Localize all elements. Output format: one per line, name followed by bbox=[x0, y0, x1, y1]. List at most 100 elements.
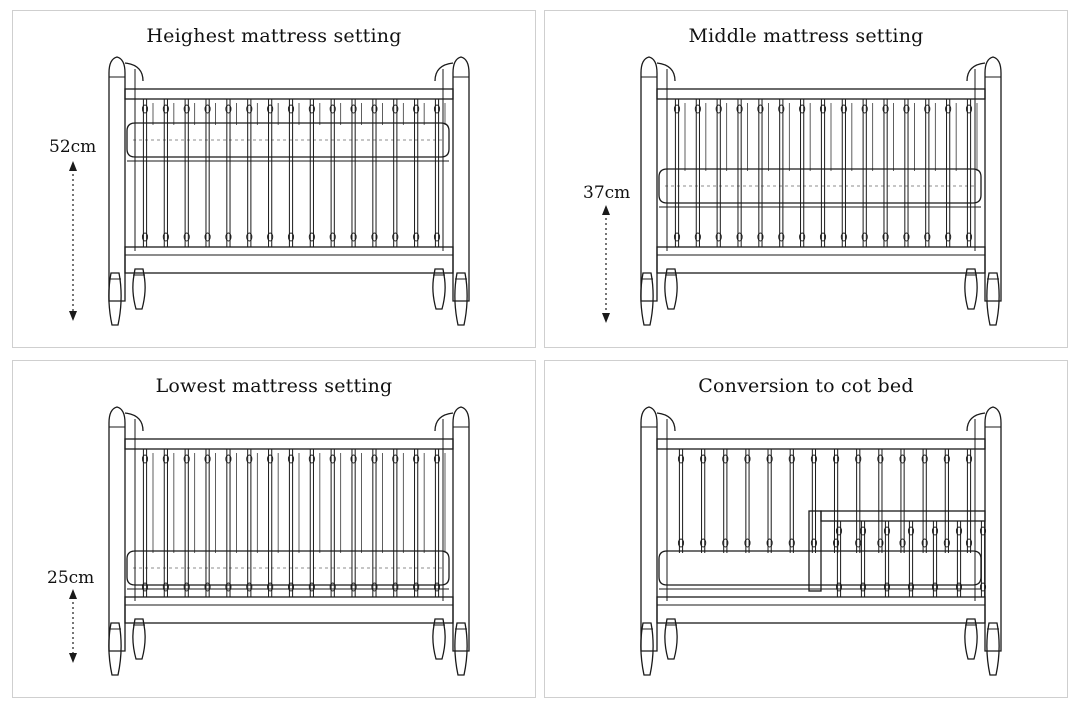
spindle bbox=[330, 449, 335, 597]
spindle bbox=[946, 99, 951, 247]
bottom-rail bbox=[656, 246, 986, 274]
corner-post bbox=[452, 56, 470, 302]
spindle-bead bbox=[840, 104, 847, 114]
spindle-bead bbox=[788, 538, 795, 548]
spindle bbox=[330, 99, 335, 247]
spindle-bead bbox=[329, 104, 336, 114]
spindle-bead bbox=[246, 232, 253, 242]
spindle-bead bbox=[859, 582, 867, 592]
spindle-bead bbox=[965, 232, 973, 242]
spindle-bead bbox=[413, 582, 420, 592]
spindle bbox=[205, 99, 210, 247]
spindle bbox=[878, 449, 883, 553]
spindle-bead bbox=[162, 582, 169, 592]
spindle bbox=[674, 99, 680, 247]
spindle-bead bbox=[350, 232, 357, 242]
height-measurement-label: 25cm bbox=[47, 568, 95, 588]
spindle-bead bbox=[673, 104, 681, 114]
spindle bbox=[247, 99, 252, 247]
spindle-bead bbox=[392, 454, 399, 464]
spindle-bead bbox=[267, 232, 274, 242]
spindle-bead bbox=[267, 454, 274, 464]
spindle-bead bbox=[945, 104, 952, 114]
spindle-bead bbox=[433, 582, 441, 592]
turned-leg bbox=[108, 272, 122, 326]
bottom-rail bbox=[124, 596, 454, 624]
spindle bbox=[268, 449, 273, 597]
spindle bbox=[205, 449, 210, 597]
spindle bbox=[904, 99, 909, 247]
spindle-bead bbox=[883, 526, 891, 536]
top-rail bbox=[124, 88, 454, 100]
spindle-bead bbox=[673, 232, 681, 242]
spindle bbox=[944, 449, 949, 553]
spindle bbox=[841, 99, 846, 247]
spindle bbox=[836, 521, 842, 597]
spindle-bead bbox=[979, 526, 987, 536]
spindle-bead bbox=[225, 104, 232, 114]
panel-middle-setting: Middle mattress setting 37cm bbox=[544, 10, 1068, 348]
spindle-bead bbox=[392, 104, 399, 114]
turned-leg bbox=[454, 272, 468, 326]
spindle-bead bbox=[965, 104, 973, 114]
mattress bbox=[658, 550, 982, 586]
turned-leg bbox=[964, 268, 978, 310]
spindle-bead bbox=[921, 454, 928, 464]
post-cap-curve bbox=[656, 412, 676, 432]
spindle bbox=[414, 449, 419, 597]
spindle bbox=[695, 99, 700, 247]
spindle-bead bbox=[246, 454, 253, 464]
spindle-bead bbox=[204, 582, 211, 592]
spindle-bead bbox=[965, 538, 973, 548]
spindle-bead bbox=[204, 104, 211, 114]
spindle-bead bbox=[943, 538, 950, 548]
spindle bbox=[226, 449, 231, 597]
bottom-rail bbox=[124, 246, 454, 274]
post-cap-curve bbox=[124, 62, 144, 82]
spindle bbox=[351, 449, 356, 597]
spindle-bead bbox=[267, 104, 274, 114]
panel-title: Heighest mattress setting bbox=[146, 25, 402, 47]
spindle-bead bbox=[183, 582, 190, 592]
spindle-bead bbox=[921, 538, 928, 548]
spindle-bead bbox=[877, 454, 884, 464]
spindle-bead bbox=[694, 104, 701, 114]
turned-leg bbox=[640, 272, 654, 326]
spindle-bead bbox=[799, 104, 806, 114]
corner-post bbox=[640, 56, 658, 302]
mattress bbox=[126, 550, 450, 586]
spindle-bead bbox=[903, 104, 910, 114]
spindle-bead bbox=[677, 538, 685, 548]
spindle bbox=[393, 449, 398, 597]
spindle-bead bbox=[877, 538, 884, 548]
spindle-bead bbox=[722, 538, 729, 548]
spindle-bead bbox=[433, 454, 441, 464]
spindle bbox=[678, 449, 684, 553]
spindle-bead bbox=[899, 538, 906, 548]
mattress bbox=[658, 168, 982, 204]
turned-leg bbox=[964, 618, 978, 660]
spindle bbox=[247, 449, 252, 597]
corner-post bbox=[984, 56, 1002, 302]
top-rail bbox=[656, 88, 986, 100]
top-rail bbox=[124, 438, 454, 450]
spindle bbox=[932, 521, 938, 597]
spindle-bead bbox=[810, 454, 817, 464]
spindle bbox=[434, 99, 440, 247]
spindle-bead bbox=[413, 104, 420, 114]
turned-leg bbox=[986, 622, 1000, 676]
spindle bbox=[966, 449, 972, 553]
spindle-bead bbox=[903, 232, 910, 242]
spindle bbox=[883, 99, 888, 247]
spindle bbox=[925, 99, 930, 247]
spindle-bead bbox=[225, 232, 232, 242]
bottom-rail bbox=[656, 596, 986, 624]
spindle-bead bbox=[413, 232, 420, 242]
mattress bbox=[126, 122, 450, 158]
spindle-bead bbox=[835, 526, 843, 536]
post-cap-curve bbox=[966, 62, 986, 82]
spindle-bead bbox=[840, 232, 847, 242]
spindle-bead bbox=[308, 454, 315, 464]
spindle-bead bbox=[141, 582, 149, 592]
turned-leg bbox=[432, 268, 446, 310]
